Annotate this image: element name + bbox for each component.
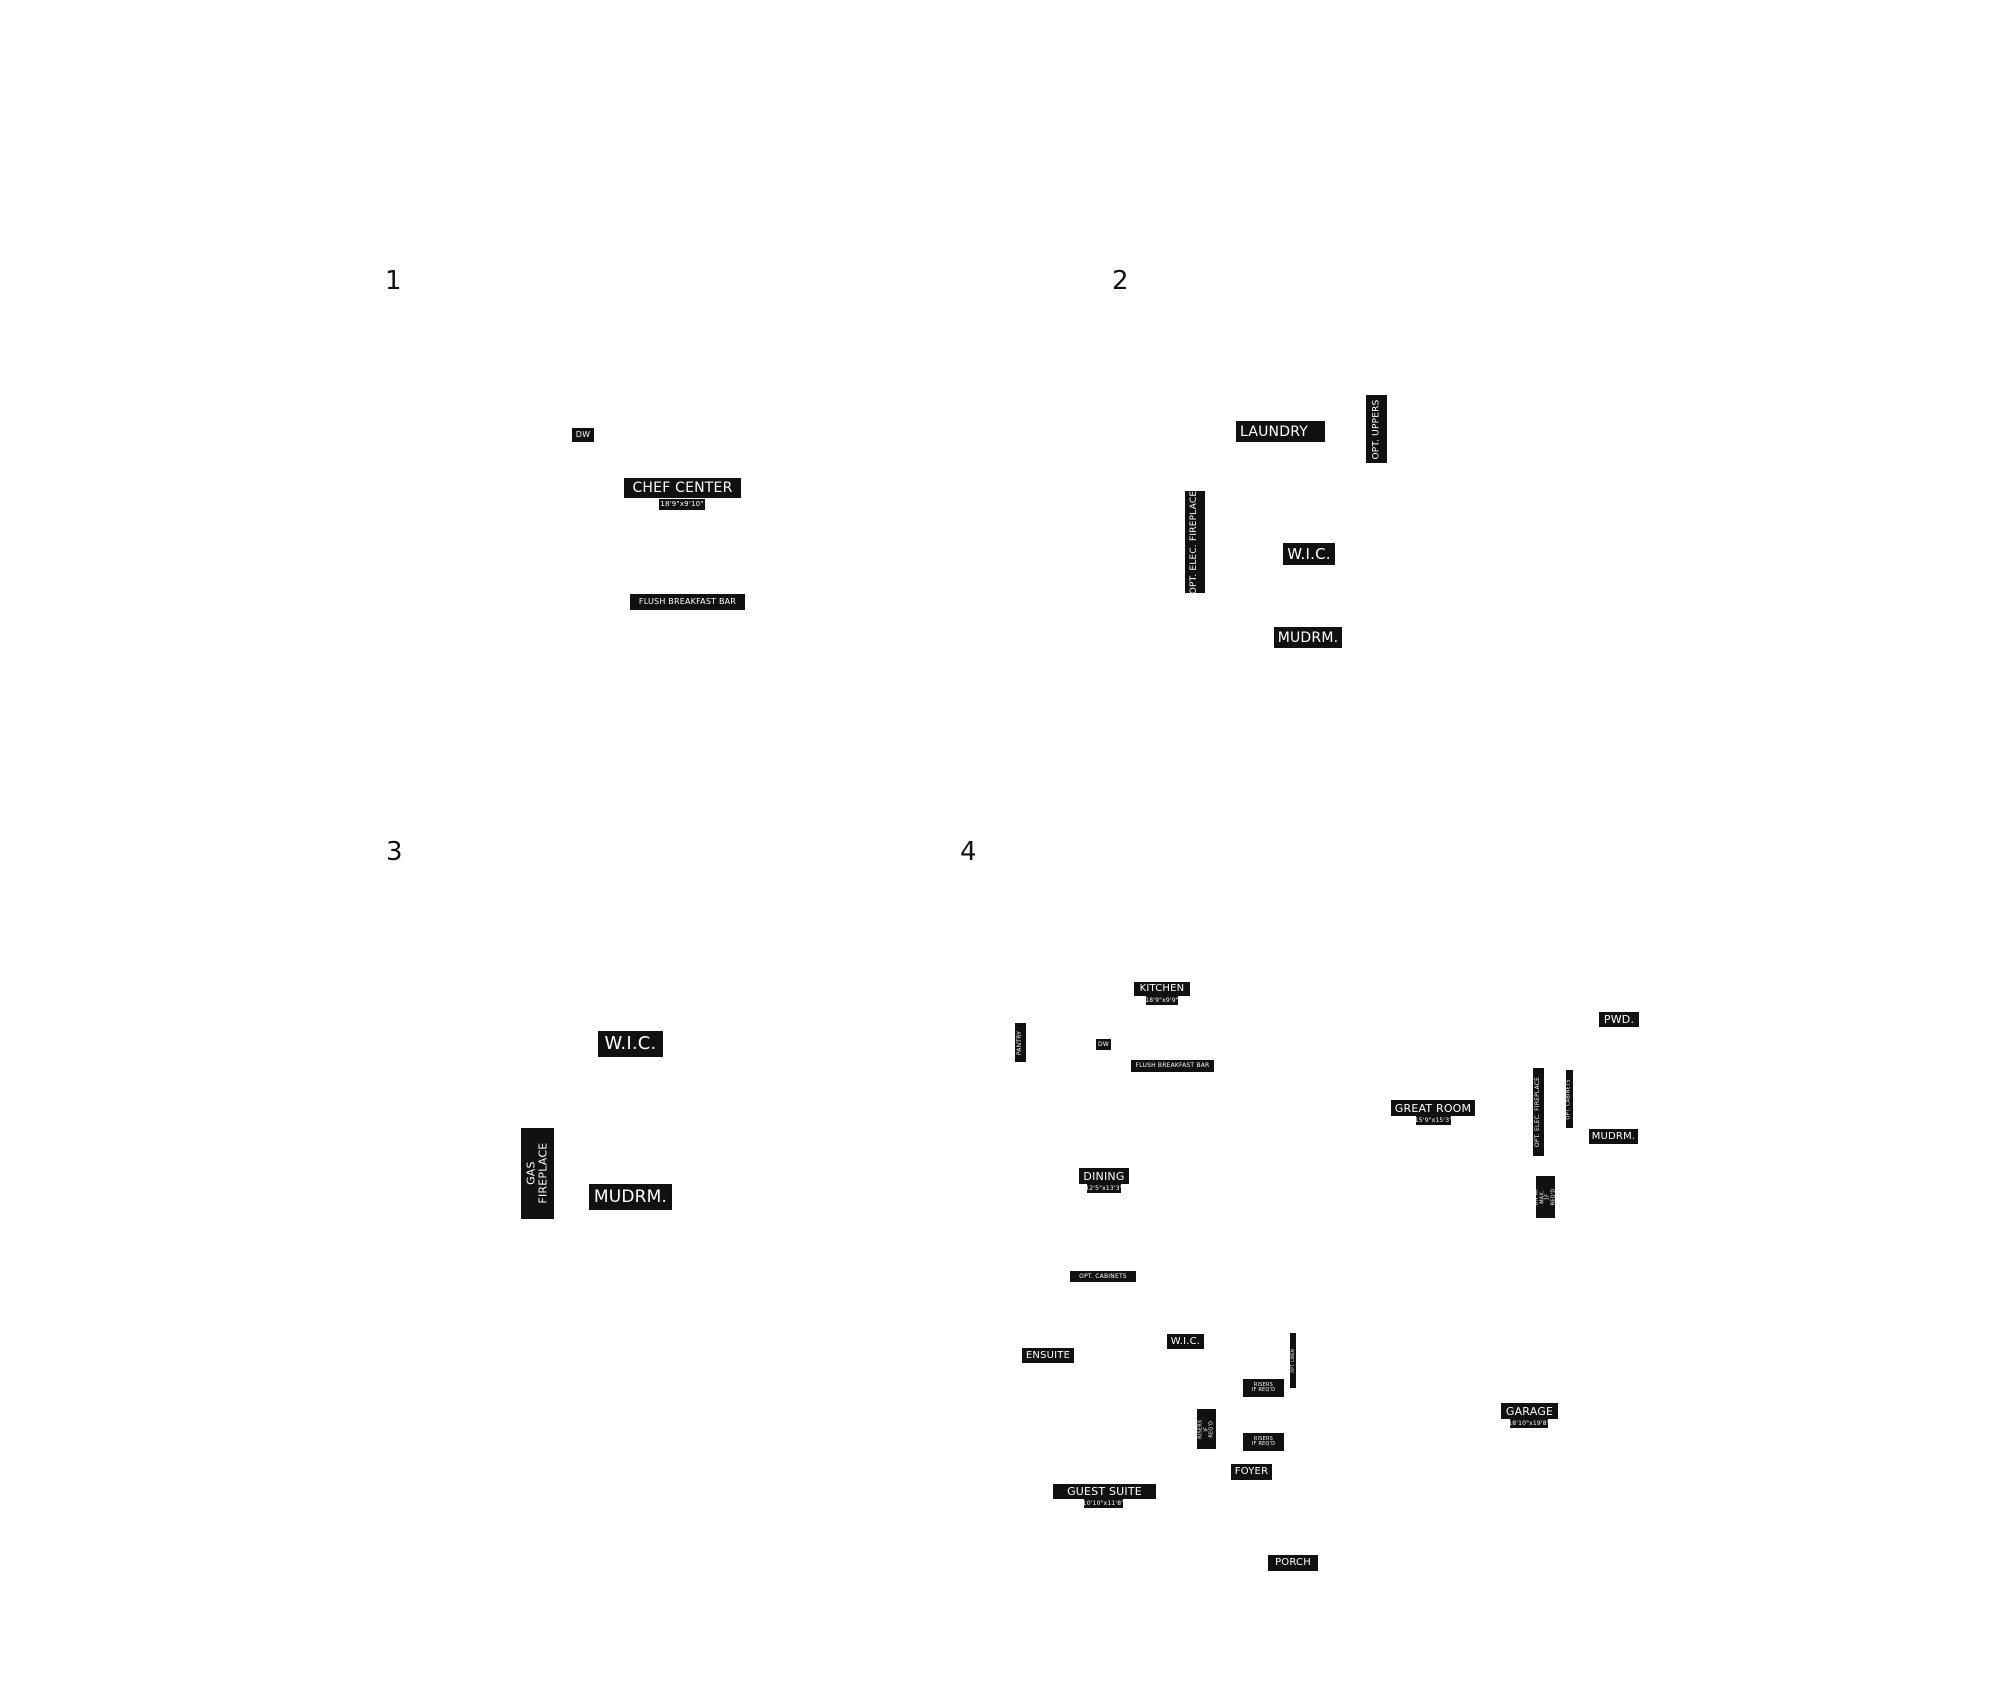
laundry-label: LAUNDRY bbox=[1236, 421, 1325, 442]
opt-uppers-label: OPT. UPPERS bbox=[1366, 395, 1387, 463]
risers-label-2: RISERS IF REQ'D bbox=[1197, 1409, 1216, 1449]
opt-cabinets-vertical-text: OPT. CABINETS bbox=[1566, 1078, 1573, 1120]
opt-elec-fireplace-label: OPT. ELEC. FIREPLACE bbox=[1533, 1068, 1544, 1156]
panel-number-4: 4 bbox=[960, 837, 977, 867]
opt-elec-fireplace-label: OPT. ELEC. FIREPLACE bbox=[1185, 490, 1205, 594]
wic-label: W.I.C. bbox=[1283, 543, 1335, 565]
gas-fireplace-text: GAS FIREPLACE bbox=[524, 1143, 550, 1204]
kitchen-label: KITCHEN bbox=[1134, 982, 1190, 996]
risers-label-1: RISERS IF REQ'D bbox=[1243, 1379, 1284, 1397]
risers-text-3: RISERS IF REQ'D bbox=[1251, 1436, 1276, 1447]
great-room-label: GREAT ROOM bbox=[1391, 1100, 1475, 1116]
guest-suite-label: GUEST SUITE bbox=[1053, 1484, 1156, 1499]
risers-text-1: RISERS IF REQ'D bbox=[1251, 1382, 1276, 1393]
opt-uppers-text: OPT. UPPERS bbox=[1371, 399, 1381, 459]
dn-w-max-label: DN W/ MAX. 1F REQ'D bbox=[1533, 1176, 1557, 1218]
opt-elec-fireplace-text: OPT. ELEC. FIREPLACE bbox=[1534, 1076, 1542, 1148]
gas-fireplace-label: GAS FIREPLACE bbox=[521, 1128, 554, 1219]
garage-dimension: 18'10"x19'8" bbox=[1508, 1419, 1550, 1428]
ensuite-label: ENSUITE bbox=[1022, 1348, 1074, 1363]
kitchen-dimension: 18'9"x9'9" bbox=[1145, 996, 1179, 1005]
guest-suite-dimension: 10'10"x11'8" bbox=[1082, 1499, 1125, 1508]
opt-linen-label: OPT. LINEN bbox=[1290, 1333, 1296, 1388]
dw-label: DW bbox=[572, 428, 594, 442]
opt-cabinets-vertical-label: OPT. CABINETS bbox=[1566, 1070, 1573, 1128]
wic-label: W.I.C. bbox=[598, 1031, 663, 1057]
wic-label: W.I.C. bbox=[1167, 1334, 1204, 1349]
mudrm-label: MUDRM. bbox=[1274, 627, 1342, 648]
mudrm-label: MUDRM. bbox=[589, 1184, 672, 1210]
opt-elec-fireplace-text: OPT. ELEC. FIREPLACE bbox=[1189, 490, 1200, 594]
foyer-label: FOYER bbox=[1231, 1464, 1272, 1480]
risers-label-3: RISERS IF REQ'D bbox=[1243, 1433, 1284, 1451]
panel-number-3: 3 bbox=[386, 837, 403, 867]
flush-breakfast-bar-label: FLUSH BREAKFAST BAR bbox=[630, 594, 745, 610]
dw-label: DW bbox=[1096, 1039, 1111, 1050]
chef-center-label: CHEF CENTER bbox=[624, 478, 741, 498]
garage-label: GARAGE bbox=[1501, 1403, 1558, 1419]
porch-label: PORCH bbox=[1268, 1555, 1318, 1571]
panel-number-1: 1 bbox=[385, 266, 402, 296]
great-room-dimension: 15'9"x15'3" bbox=[1414, 1116, 1453, 1125]
mudrm-label: MUDRM. bbox=[1589, 1129, 1638, 1144]
pantry-label: PANTRY bbox=[1015, 1023, 1026, 1062]
panel-number-2: 2 bbox=[1112, 266, 1129, 296]
risers-text-2: RISERS IF REQ'D bbox=[1197, 1419, 1215, 1439]
opt-cabinets-label: OPT. CABINETS bbox=[1070, 1271, 1136, 1282]
pantry-text: PANTRY bbox=[1016, 1030, 1024, 1055]
chef-center-dimension: 18'9"x9'10" bbox=[659, 499, 705, 510]
flush-breakfast-bar-label: FLUSH BREAKFAST BAR bbox=[1131, 1060, 1214, 1072]
dining-label: DINING bbox=[1079, 1168, 1129, 1184]
dining-dimension: 12'5"x13'3" bbox=[1085, 1184, 1123, 1193]
opt-linen-text: OPT. LINEN bbox=[1290, 1348, 1295, 1373]
pwd-label: PWD. bbox=[1599, 1012, 1639, 1027]
dn-w-max-text: DN W/ MAX. 1F REQ'D bbox=[1533, 1188, 1557, 1206]
